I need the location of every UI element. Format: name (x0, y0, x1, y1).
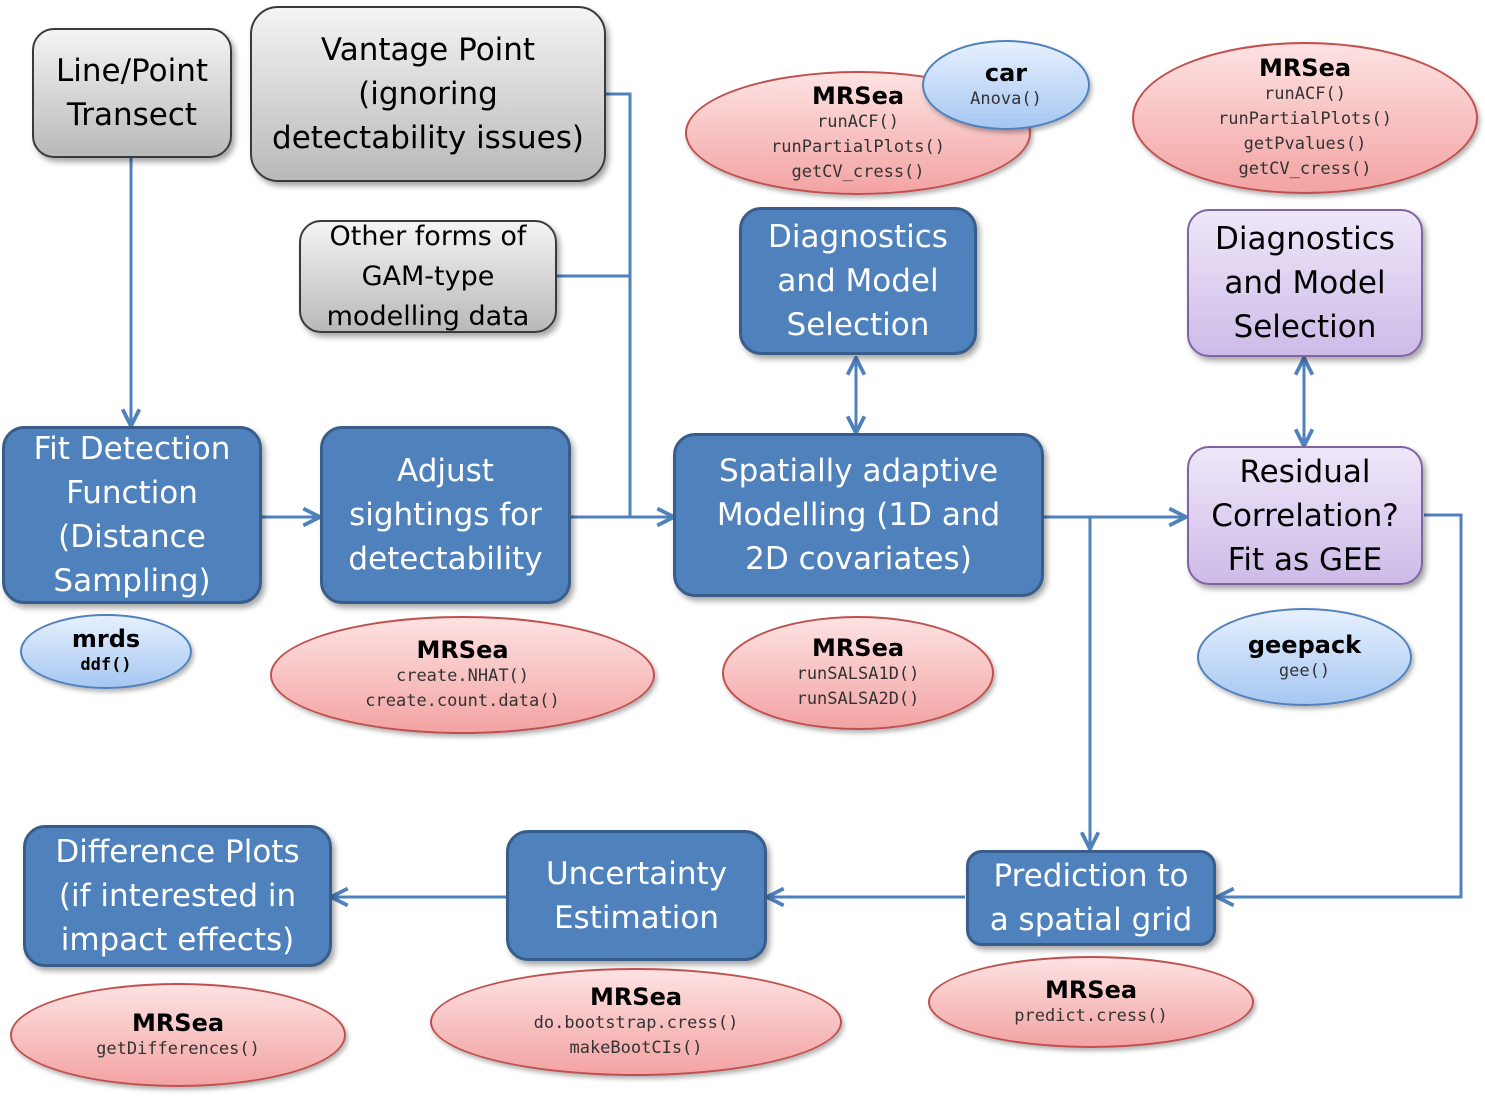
package-mrds: mrds ddf() (20, 614, 192, 689)
function-runsalsa2d: runSALSA2D() (796, 689, 920, 709)
function-create-nhat: create.NHAT() (395, 666, 530, 686)
package-mrsea-adjust-name: MRSea (416, 636, 509, 664)
package-geepack: geepack gee() (1197, 608, 1412, 706)
function-makebootcis: makeBootCIs() (569, 1038, 703, 1058)
input-line-point-label: Line/Point Transect (55, 53, 209, 133)
package-mrds-name: mrds (71, 625, 141, 653)
package-mrsea-bootstrap: MRSea do.bootstrap.cress() makeBootCIs() (430, 968, 842, 1076)
package-mrsea-diagnostics: MRSea runACF() runPartialPlots() getCV_c… (685, 71, 1031, 195)
package-mrsea-gee-name: MRSea (1258, 54, 1352, 82)
function-runacf-gee: runACF() (1264, 84, 1346, 104)
process-uncertainty-estimation: Uncertainty Estimation (506, 830, 767, 961)
diagnostics-label: Diagnostics and Model Selection (768, 219, 948, 343)
package-mrsea-differences: MRSea getDifferences() (10, 983, 346, 1087)
package-mrsea-adjust: MRSea create.NHAT() create.count.data() (270, 616, 655, 734)
package-mrsea-gee-diagnostics: MRSea runACF() runPartialPlots() getPval… (1132, 42, 1478, 194)
function-runsalsa1d: runSALSA1D() (796, 664, 920, 684)
function-runpartialplots: runPartialPlots() (771, 136, 945, 157)
function-gee: gee() (1278, 660, 1331, 681)
function-getpvalues: getPvalues() (1243, 134, 1367, 154)
package-geepack-name: geepack (1247, 630, 1362, 659)
function-getdifferences: getDifferences() (96, 1038, 260, 1059)
connector-vantage-to-spatial (606, 92, 632, 517)
input-other-gam-data: Other forms of GAM-type modelling data (299, 220, 557, 333)
package-mrsea-salsa-name: MRSea (811, 634, 905, 662)
gee-diagnostics-label: Diagnostics and Model Selection (1215, 221, 1395, 345)
adjust-sightings-label: Adjust sightings for detectability (348, 453, 543, 577)
process-spatially-adaptive-modelling: Spatially adaptive Modelling (1D and 2D … (673, 433, 1044, 597)
uncertainty-label: Uncertainty Estimation (545, 855, 728, 936)
function-runpartialplots-gee: runPartialPlots() (1218, 109, 1392, 129)
process-diagnostics-model-selection: Diagnostics and Model Selection (739, 207, 977, 355)
process-gee-diagnostics-model-selection: Diagnostics and Model Selection (1187, 209, 1423, 357)
package-mrsea-predict: MRSea predict.cress() (928, 956, 1254, 1048)
package-mrsea-predict-name: MRSea (1044, 975, 1138, 1004)
process-residual-correlation: Residual Correlation? Fit as GEE (1187, 446, 1423, 585)
difference-plots-label: Difference Plots (if interested in impac… (55, 834, 300, 958)
input-vantage-point: Vantage Point (ignoring detectability is… (250, 6, 606, 182)
function-predict-cress: predict.cress() (1014, 1005, 1168, 1026)
process-fit-detection-function: Fit Detection Function (Distance Samplin… (2, 426, 262, 604)
package-car: car Anova() (922, 40, 1090, 130)
function-runacf: runACF() (817, 111, 899, 132)
arrow-residual-to-prediction (1219, 513, 1463, 897)
function-getcv-cress: getCV_cress() (791, 161, 925, 182)
process-difference-plots: Difference Plots (if interested in impac… (23, 825, 332, 967)
input-other-label: Other forms of GAM-type modelling data (326, 220, 530, 332)
process-prediction-spatial-grid: Prediction to a spatial grid (966, 850, 1216, 946)
function-ddf: ddf() (80, 655, 132, 675)
process-adjust-sightings: Adjust sightings for detectability (320, 426, 571, 604)
package-mrsea-salsa: MRSea runSALSA1D() runSALSA2D() (722, 616, 994, 730)
package-mrsea-bootstrap-name: MRSea (589, 983, 683, 1011)
function-anova: Anova() (970, 88, 1042, 109)
fit-detection-label: Fit Detection Function (Distance Samplin… (33, 431, 231, 599)
function-getcv-cress-gee: getCV_cress() (1238, 159, 1372, 179)
spatial-modelling-label: Spatially adaptive Modelling (1D and 2D … (716, 453, 1001, 577)
package-car-name: car (984, 58, 1028, 87)
package-mrsea-differences-name: MRSea (131, 1008, 225, 1037)
function-create-count-data: create.count.data() (365, 691, 560, 711)
input-vantage-label: Vantage Point (ignoring detectability is… (272, 32, 584, 156)
package-mrsea-diagnostics-name: MRSea (811, 81, 905, 110)
residual-correlation-label: Residual Correlation? Fit as GEE (1211, 453, 1399, 578)
input-line-point-transect: Line/Point Transect (32, 28, 232, 158)
function-do-bootstrap-cress: do.bootstrap.cress() (533, 1013, 739, 1033)
prediction-label: Prediction to a spatial grid (989, 858, 1193, 938)
